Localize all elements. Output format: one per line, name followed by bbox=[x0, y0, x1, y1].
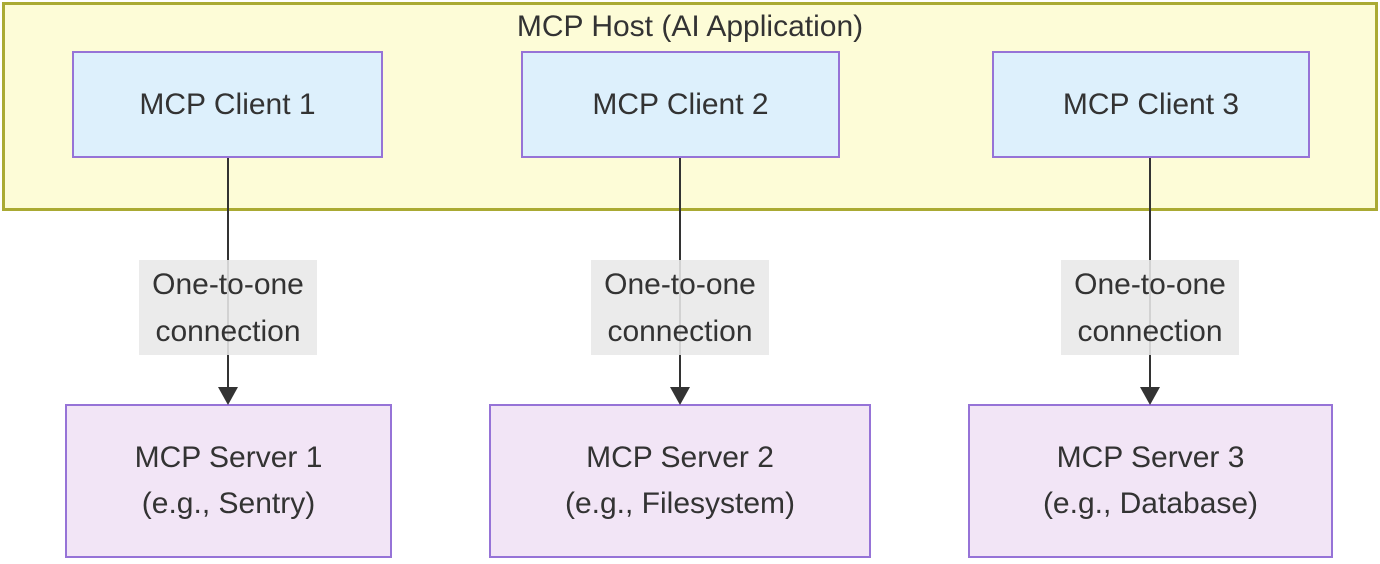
mcp-server-3-subtitle: (e.g., Database) bbox=[1042, 487, 1259, 520]
mcp-client-2-box: MCP Client 2 bbox=[521, 51, 840, 158]
mcp-server-1-title: MCP Server 1 bbox=[134, 441, 323, 474]
arrowhead-down-icon bbox=[670, 387, 690, 405]
mcp-server-2-subtitle: (e.g., Filesystem) bbox=[564, 487, 796, 520]
mcp-server-1-subtitle: (e.g., Sentry) bbox=[141, 487, 316, 520]
mcp-client-2-label: MCP Client 2 bbox=[592, 87, 769, 121]
arrowhead-down-icon bbox=[218, 387, 238, 405]
mcp-server-1-box: MCP Server 1 (e.g., Sentry) bbox=[65, 404, 392, 558]
mcp-server-3-title: MCP Server 3 bbox=[1056, 441, 1245, 474]
connection-label-1: One-to-one connection bbox=[139, 260, 317, 355]
mcp-client-3-box: MCP Client 3 bbox=[992, 51, 1310, 158]
mcp-server-2-title: MCP Server 2 bbox=[586, 441, 774, 474]
connection-label-3-line2: connection bbox=[1077, 314, 1223, 348]
connection-label-2-line2: connection bbox=[607, 314, 753, 348]
connection-label-3: One-to-one connection bbox=[1061, 260, 1239, 355]
connection-label-1-line2: connection bbox=[155, 314, 301, 348]
mcp-client-1-box: MCP Client 1 bbox=[72, 51, 383, 158]
mcp-client-1-label: MCP Client 1 bbox=[139, 87, 316, 121]
connection-label-2: One-to-one connection bbox=[591, 260, 769, 355]
connection-label-3-line1: One-to-one bbox=[1074, 267, 1226, 301]
mcp-client-3-label: MCP Client 3 bbox=[1062, 87, 1240, 121]
mcp-server-2-box: MCP Server 2 (e.g., Filesystem) bbox=[489, 404, 871, 558]
mcp-server-3-box: MCP Server 3 (e.g., Database) bbox=[968, 404, 1333, 558]
mcp-host-title: MCP Host (AI Application) bbox=[516, 10, 864, 43]
connection-label-1-line1: One-to-one bbox=[152, 267, 304, 301]
arrowhead-down-icon bbox=[1140, 387, 1160, 405]
connection-label-2-line1: One-to-one bbox=[604, 267, 756, 301]
